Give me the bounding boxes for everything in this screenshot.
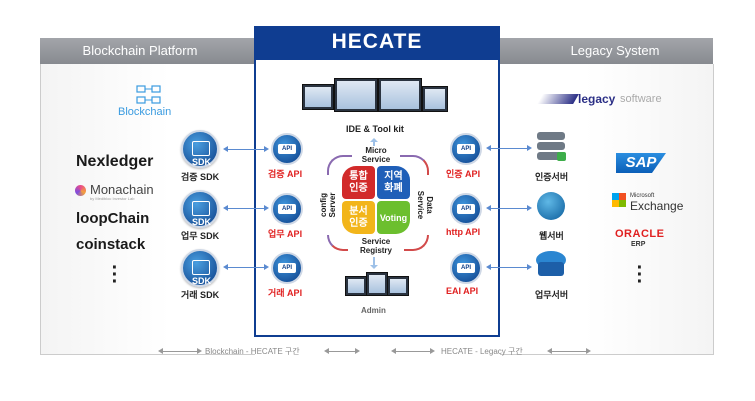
monachain-sub: by Medibloc Investor Lab xyxy=(90,196,135,201)
ide-label: IDE & Tool kit xyxy=(346,124,404,134)
sdk-label-2: 업무 SDK xyxy=(181,231,220,241)
arrow-sdk-api-3 xyxy=(223,264,269,270)
api-icon-left-2: API xyxy=(271,193,303,225)
left-header-band xyxy=(40,38,254,64)
api-icon-left-1: API xyxy=(271,133,303,165)
core-bottom-label: Service Registry xyxy=(348,237,404,255)
right-header-band xyxy=(500,38,713,64)
api-icon-right-2: API xyxy=(450,193,482,225)
core-top-label: Micro Service xyxy=(352,146,400,164)
arrow-sdk-api-2 xyxy=(223,205,269,211)
api-label-left-3: 거래 API xyxy=(268,288,303,298)
sdk-label-1: 검증 SDK xyxy=(181,172,220,182)
api-icon-left-3: API xyxy=(271,252,303,284)
sdk-icon-2: SDK xyxy=(181,190,219,228)
api-icon-right-1: API xyxy=(450,133,482,165)
core-left-label: config Server xyxy=(319,175,337,235)
arrow-api-server-2 xyxy=(486,205,532,211)
bottom-arrow-left-2 xyxy=(324,348,360,354)
api-label-right-2: http API xyxy=(446,227,481,237)
admin-arrow-icon xyxy=(369,256,379,269)
bottom-label-left: Blockchain - HECATE 구간 xyxy=(205,347,300,356)
api-label-left-2: 업무 API xyxy=(268,229,303,239)
loopchain-logo: loopChain xyxy=(76,210,150,227)
platforms-more-dots: ··· xyxy=(111,257,119,293)
api-label-left-1: 검증 API xyxy=(268,169,303,179)
admin-monitors-icon xyxy=(345,272,409,302)
ide-monitors-icon xyxy=(302,76,452,120)
legacy-logo-bold: legacy xyxy=(578,92,616,106)
hecate-title: HECATE xyxy=(331,30,423,53)
left-header-title: Blockchain Platform xyxy=(82,43,198,58)
blockchain-logo-icon xyxy=(136,85,162,105)
core-right-label: Data Service xyxy=(416,175,434,235)
server-label-3: 업무서버 xyxy=(535,290,569,300)
right-panel xyxy=(500,64,714,355)
coinstack-logo: coinstack xyxy=(76,236,146,253)
bottom-arrow-left xyxy=(158,348,202,354)
api-label-right-3: EAI API xyxy=(446,286,479,296)
api-label-right-1: 인증 API xyxy=(446,169,481,179)
systems-more-dots: ··· xyxy=(636,257,644,293)
server-icon-2 xyxy=(537,192,565,220)
sap-logo: SAP xyxy=(616,153,666,173)
server-label-2: 웹서버 xyxy=(539,231,564,241)
exchange-logo: Exchange xyxy=(630,199,684,213)
blockchain-logo-text: Blockchain xyxy=(118,106,172,118)
left-panel xyxy=(40,64,255,355)
exchange-icon xyxy=(612,193,626,207)
sdk-icon-1: SDK xyxy=(181,130,219,168)
sdk-icon-3: SDK xyxy=(181,249,219,287)
quad-doc-auth: 분서 인증 xyxy=(342,201,375,234)
server-icon-1 xyxy=(537,132,565,162)
right-header-title: Legacy System xyxy=(570,43,660,58)
quad-integrated-auth: 통합 인증 xyxy=(342,166,375,199)
legacy-logo-icon xyxy=(537,94,579,104)
exchange-small: Microsoft xyxy=(630,193,655,199)
hecate-header-band xyxy=(254,26,500,60)
ide-arrow-icon xyxy=(369,135,379,148)
sdk-label-3: 거래 SDK xyxy=(181,290,220,300)
admin-label: Admin xyxy=(361,306,386,315)
quad-voting: Voting xyxy=(377,201,410,234)
bottom-arrow-right-2 xyxy=(547,348,591,354)
bottom-arrow-right xyxy=(391,348,435,354)
erp-label: ERP xyxy=(631,241,646,248)
legacy-logo-light: software xyxy=(620,93,662,105)
server-icon-3 xyxy=(534,250,568,278)
arrow-sdk-api-1 xyxy=(223,146,269,152)
arrow-api-server-3 xyxy=(486,264,532,270)
arrow-api-server-1 xyxy=(486,145,532,151)
server-label-1: 인증서버 xyxy=(535,172,569,182)
monachain-logo: Monachain xyxy=(90,182,154,197)
bottom-label-right: HECATE - Legacy 구간 xyxy=(441,347,523,356)
monachain-icon xyxy=(75,185,86,196)
nexledger-logo: Nexledger xyxy=(76,153,154,170)
oracle-logo: ORACLE xyxy=(615,228,665,240)
api-icon-right-3: API xyxy=(450,252,482,284)
quad-local-currency: 지역 화폐 xyxy=(377,166,410,199)
server-badge-1 xyxy=(557,152,566,161)
